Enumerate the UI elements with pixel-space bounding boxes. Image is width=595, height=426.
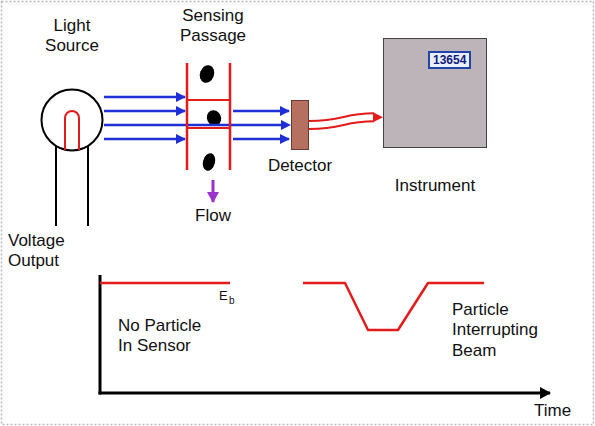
particle — [197, 63, 216, 85]
filament — [65, 111, 79, 150]
light-beam — [104, 138, 185, 141]
bulb-shape — [40, 88, 104, 152]
connector-line — [309, 113, 374, 121]
node-label: Detector — [260, 156, 340, 176]
instrument-box: 13654 — [383, 38, 487, 148]
label-text: No Particle In Sensor — [118, 316, 214, 357]
arrowhead — [281, 120, 291, 130]
bulb-base — [87, 146, 89, 226]
label-text: Time — [534, 401, 571, 421]
x-axis — [99, 392, 551, 395]
label-text: Particle Interrupting Beam — [452, 300, 558, 361]
node-label: Sensing Passage — [166, 6, 260, 47]
label-text: Flow — [183, 206, 243, 226]
light-beam — [104, 96, 185, 99]
bulb-base — [55, 146, 57, 226]
connector — [104, 120, 291, 130]
node: Light Source — [34, 16, 110, 152]
passage-edge — [187, 99, 230, 101]
light-beam — [233, 138, 289, 141]
connector-line — [309, 121, 374, 129]
label-text: b — [229, 295, 235, 307]
passage-edge — [187, 127, 230, 129]
node: 13654Instrument — [376, 38, 494, 200]
passage-wall — [229, 63, 232, 170]
node-label: Light Source — [34, 16, 110, 57]
particle — [201, 152, 217, 172]
label-text: E — [219, 288, 228, 304]
display-readout: 13654 — [428, 51, 471, 69]
light-beam — [104, 110, 185, 113]
signal-trace — [100, 282, 230, 285]
light-beams — [104, 97, 289, 139]
node: Detector — [260, 100, 340, 180]
connector-line — [104, 124, 282, 127]
light-beam — [233, 110, 289, 113]
flow-arrow — [212, 180, 215, 202]
arrowhead — [373, 112, 383, 122]
passage-wall — [186, 63, 189, 170]
label-text: Voltage Output — [8, 231, 90, 272]
y-axis — [99, 275, 102, 395]
bulb-outline — [42, 90, 103, 151]
connector — [309, 112, 383, 129]
node-label: Instrument — [376, 176, 494, 196]
detector-shape — [291, 100, 309, 150]
node: Sensing Passage — [166, 6, 260, 178]
